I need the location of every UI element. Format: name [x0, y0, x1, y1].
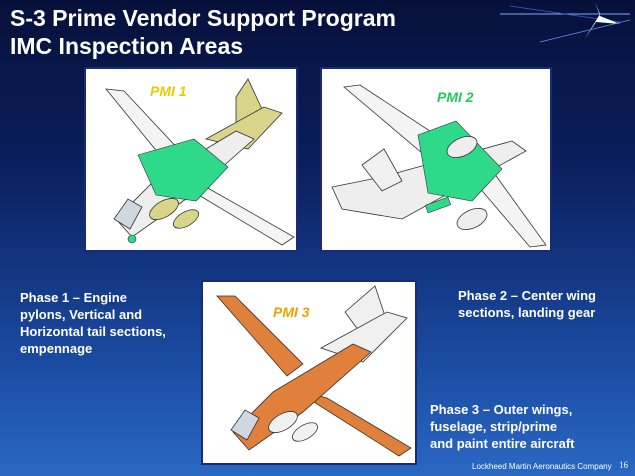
- title-line-2: IMC Inspection Areas: [10, 33, 244, 59]
- pmi-1-panel: PMI 1: [84, 67, 298, 252]
- phase-2-caption: Phase 2 – Center wing sections, landing …: [458, 288, 596, 320]
- phase-3-caption: Phase 3 – Outer wings, fuselage, strip/p…: [430, 402, 575, 451]
- title-line-1: S-3 Prime Vendor Support Program: [10, 5, 396, 31]
- page-number: 16: [619, 460, 628, 470]
- aircraft-pmi-3-illustration: [216, 285, 412, 457]
- lockheed-star-icon: [500, 2, 631, 43]
- pmi-2-label: PMI 2: [437, 89, 474, 105]
- aircraft-pmi-1-illustration: [105, 78, 295, 246]
- pmi-1-label: PMI 1: [150, 83, 187, 99]
- pmi-2-panel: PMI 2: [320, 67, 552, 252]
- phase-1-caption: Phase 1 – Engine pylons, Vertical and Ho…: [20, 290, 166, 356]
- aircraft-pmi-2-illustration: [331, 84, 547, 248]
- footer-company: Lockheed Martin Aeronautics Company: [472, 462, 612, 471]
- pmi-3-label: PMI 3: [273, 304, 310, 320]
- pmi-3-panel: PMI 3: [201, 280, 417, 465]
